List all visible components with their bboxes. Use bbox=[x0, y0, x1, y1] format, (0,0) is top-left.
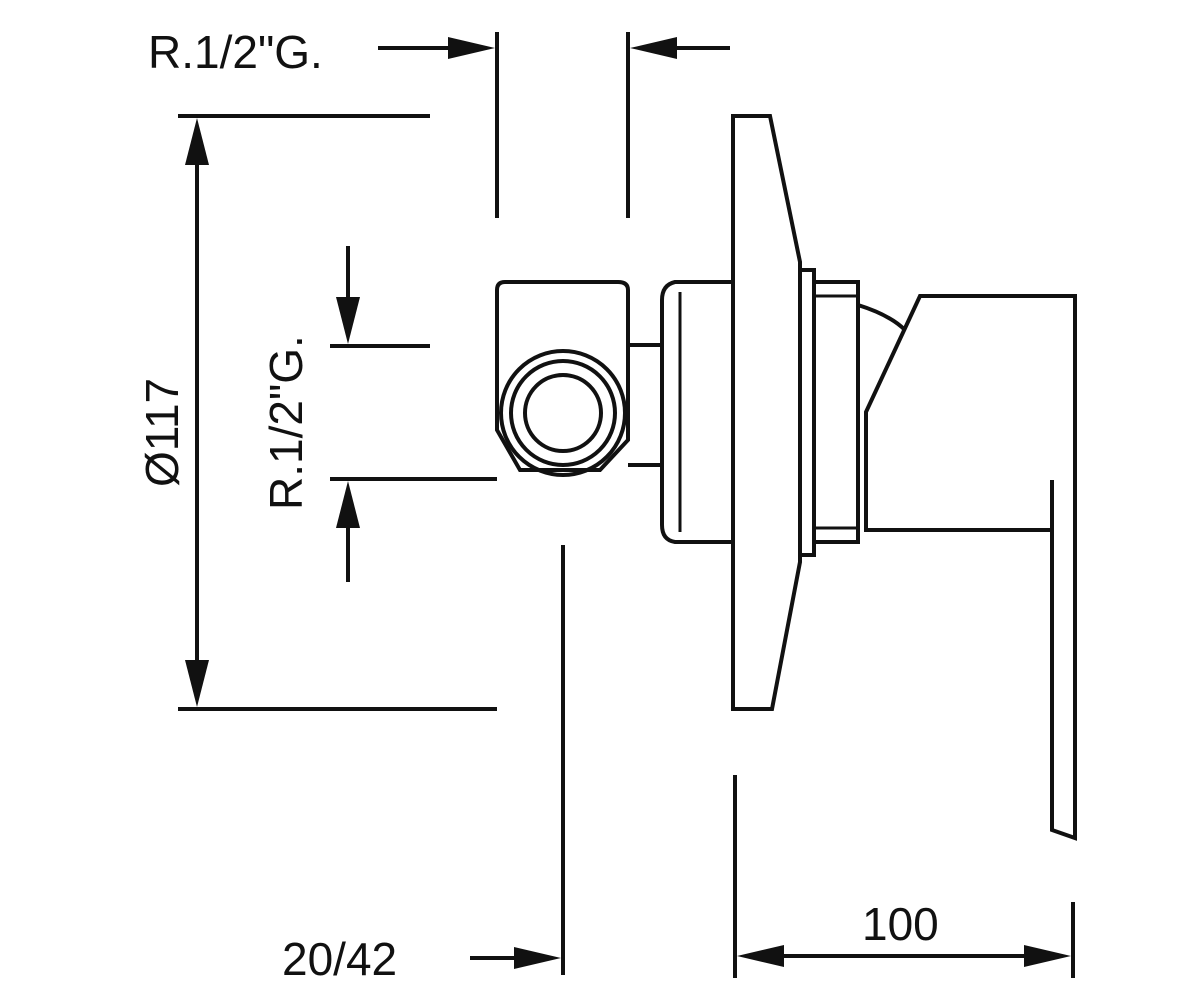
top-thread-arrow-right bbox=[630, 37, 677, 59]
handle-assembly bbox=[798, 268, 1077, 841]
diameter-arrow-top bbox=[185, 118, 209, 165]
lever-length-arrow-left bbox=[737, 945, 784, 967]
diameter-label: Ø117 bbox=[136, 378, 188, 487]
collar-ring-outer bbox=[798, 268, 816, 557]
top-thread-arrow-left bbox=[448, 37, 495, 59]
inlet-inner-ring bbox=[523, 373, 603, 453]
diameter-arrow-bottom bbox=[185, 660, 209, 707]
cartridge-body bbox=[660, 280, 733, 544]
top-thread-label: R.1/2"G. bbox=[148, 26, 323, 78]
inlet-connector bbox=[495, 280, 630, 472]
lever-handle bbox=[864, 294, 1077, 841]
depth-arrow bbox=[514, 947, 561, 969]
valve-body bbox=[495, 280, 733, 544]
depth-label: 20/42 bbox=[282, 933, 397, 985]
top-thread-dimension: R.1/2"G. bbox=[148, 26, 730, 218]
side-thread-dimension: R.1/2"G. bbox=[260, 246, 497, 582]
inlet-outer-ring bbox=[499, 349, 627, 477]
collar-body bbox=[812, 280, 860, 544]
wall-plate bbox=[731, 114, 802, 711]
lever-length-label: 100 bbox=[862, 898, 939, 950]
diameter-dimension: Ø117 bbox=[136, 114, 497, 711]
lever-length-dimension: 100 bbox=[733, 775, 1075, 978]
lever-transition bbox=[857, 303, 907, 332]
side-thread-arrow-bottom bbox=[336, 481, 360, 528]
depth-dimension: 20/42 bbox=[282, 545, 565, 985]
side-thread-label: R.1/2"G. bbox=[260, 335, 312, 510]
wall-plate-outline bbox=[731, 114, 802, 711]
inlet-middle-ring bbox=[509, 359, 617, 467]
side-thread-arrow-top bbox=[336, 297, 360, 344]
lever-length-arrow-right bbox=[1024, 945, 1071, 967]
